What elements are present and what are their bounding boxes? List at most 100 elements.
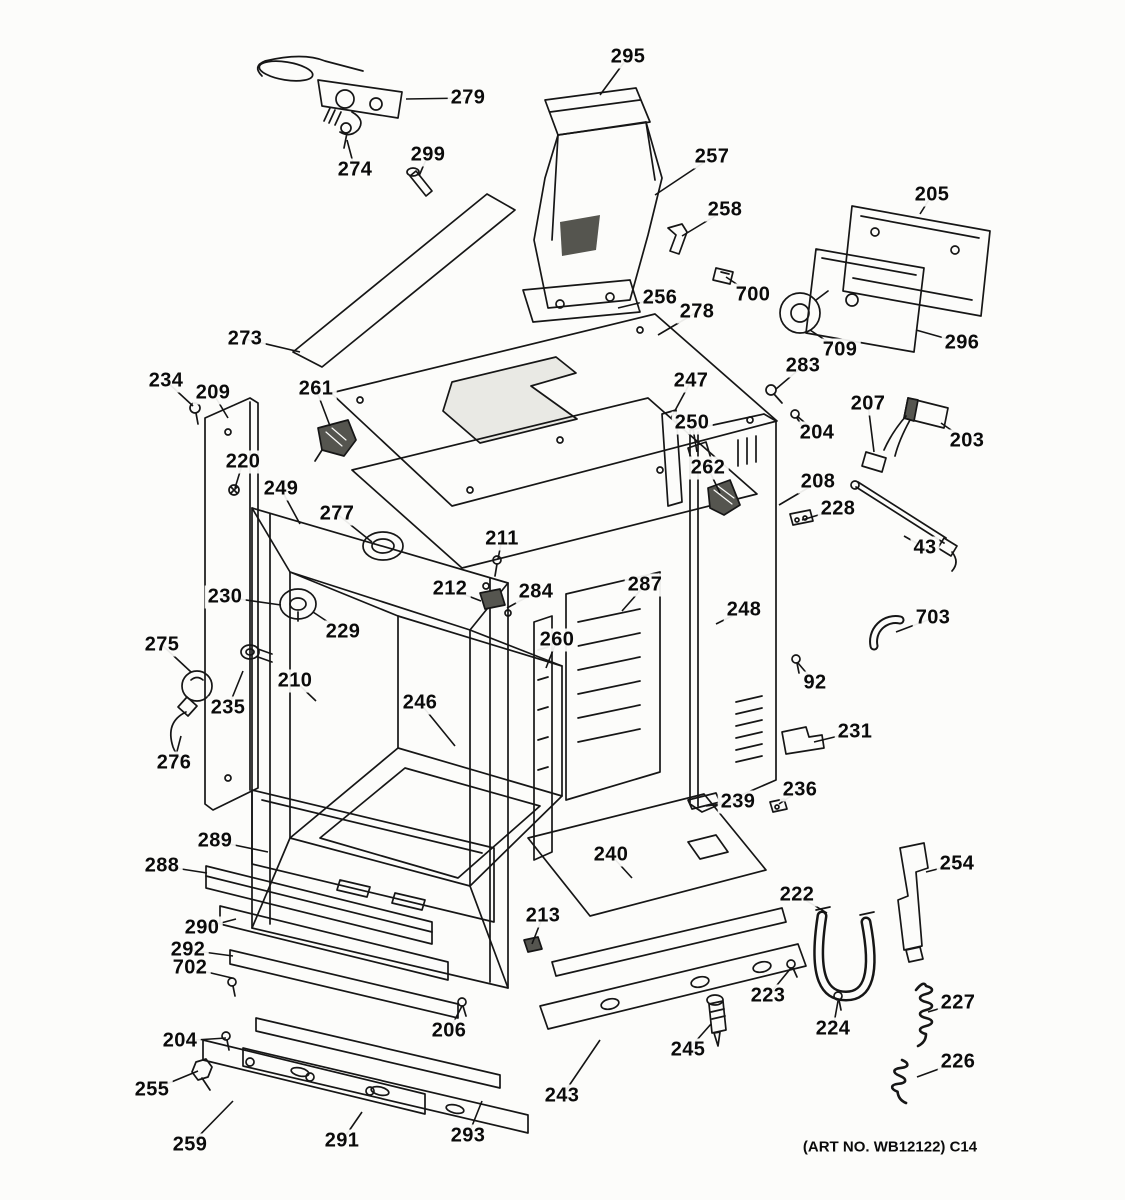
part-label-228: 228	[817, 497, 859, 521]
part-label-231: 231	[834, 720, 876, 744]
part-label-261: 261	[295, 377, 337, 401]
part-label-92: 92	[800, 671, 830, 695]
part-label-259: 259	[169, 1133, 211, 1157]
bracket-258	[667, 223, 688, 255]
screw-204b	[221, 1031, 231, 1051]
part-label-260: 260	[536, 628, 578, 652]
part-label-220: 220	[222, 450, 264, 474]
bracket-231	[781, 726, 825, 755]
bracket-262	[707, 479, 741, 516]
part-label-205: 205	[911, 183, 953, 207]
part-label-204a: 204	[796, 421, 838, 445]
part-label-249: 249	[260, 477, 302, 501]
clip-228	[789, 509, 814, 526]
part-label-206: 206	[428, 1019, 470, 1043]
part-label-227: 227	[937, 991, 979, 1015]
part-label-211: 211	[482, 527, 522, 551]
part-label-283: 283	[782, 354, 824, 378]
rail-293	[255, 1017, 501, 1089]
part-label-290: 290	[181, 916, 223, 940]
strip-247	[661, 409, 683, 507]
drawer-pan-289	[251, 789, 495, 923]
part-label-296: 296	[941, 331, 983, 355]
part-label-243: 243	[541, 1084, 583, 1108]
support-rail-upper	[551, 907, 787, 977]
part-label-291: 291	[321, 1129, 363, 1153]
bolt-255	[191, 1058, 213, 1091]
screw-274	[340, 122, 352, 149]
bracket-703	[869, 615, 905, 651]
oven-cavity	[289, 571, 563, 887]
part-label-229: 229	[322, 620, 364, 644]
grommet-230-229	[279, 588, 317, 622]
part-label-207: 207	[847, 392, 889, 416]
part-label-287: 287	[624, 573, 666, 597]
burner-valve-assembly	[256, 55, 403, 136]
part-label-284: 284	[515, 580, 557, 604]
part-label-224: 224	[812, 1017, 854, 1041]
part-label-289: 289	[194, 829, 236, 853]
part-label-234: 234	[145, 369, 187, 393]
part-label-247: 247	[670, 369, 712, 393]
art-number-note: (ART NO. WB12122) C14	[802, 1138, 978, 1156]
vent-duct-295	[522, 87, 663, 323]
clip-213	[523, 936, 543, 953]
rail-292	[229, 949, 459, 1019]
top-panel-278	[330, 313, 778, 507]
bolt-299	[406, 167, 433, 197]
part-label-248: 248	[723, 598, 765, 622]
burner-box-top	[351, 397, 758, 569]
screw-92	[791, 654, 801, 674]
part-label-203: 203	[946, 429, 988, 453]
rail-291	[242, 1047, 529, 1134]
part-label-226: 226	[937, 1050, 979, 1074]
part-label-288: 288	[141, 854, 183, 878]
spring-227	[914, 982, 934, 1048]
part-label-702: 702	[169, 956, 211, 980]
front-rail-243	[539, 943, 807, 1030]
bracket-212-284	[479, 582, 512, 617]
part-label-236: 236	[779, 778, 821, 802]
part-label-213: 213	[522, 904, 564, 928]
part-label-703: 703	[912, 606, 954, 630]
side-wrapper-273	[292, 193, 516, 368]
part-label-292: 292	[167, 938, 209, 962]
part-label-256: 256	[639, 286, 681, 310]
screw-283	[765, 384, 783, 404]
screw-220	[228, 484, 240, 496]
part-label-239: 239	[717, 790, 759, 814]
part-label-700: 700	[732, 283, 774, 307]
connector-207	[861, 451, 887, 473]
oven-bottom-246	[319, 767, 541, 879]
part-label-43: 43	[910, 536, 940, 560]
part-label-275: 275	[141, 633, 183, 657]
spring-226	[890, 1058, 909, 1105]
igniter-203	[883, 397, 949, 457]
part-label-277: 277	[316, 502, 358, 526]
part-label-222: 222	[776, 883, 818, 907]
bracket-222	[813, 906, 876, 1002]
part-label-254: 254	[936, 852, 978, 876]
part-label-262: 262	[687, 456, 729, 480]
part-label-245: 245	[667, 1038, 709, 1062]
base-panel-240	[527, 793, 767, 917]
rear-panel-296	[805, 248, 925, 353]
part-label-240: 240	[590, 843, 632, 867]
part-label-278: 278	[676, 300, 718, 324]
part-label-274: 274	[334, 158, 376, 182]
part-label-208: 208	[797, 470, 839, 494]
oven-sensor-43	[850, 480, 958, 572]
part-label-212: 212	[429, 577, 471, 601]
clip-236	[769, 798, 788, 813]
part-label-209: 209	[192, 381, 234, 405]
part-label-295: 295	[607, 45, 649, 69]
bracket-261	[314, 419, 357, 462]
part-label-204b: 204	[159, 1029, 201, 1053]
part-label-709: 709	[819, 338, 861, 362]
cylinder-235	[240, 644, 273, 663]
part-label-276: 276	[153, 751, 195, 775]
part-label-299: 299	[407, 143, 449, 167]
part-label-235: 235	[207, 696, 249, 720]
